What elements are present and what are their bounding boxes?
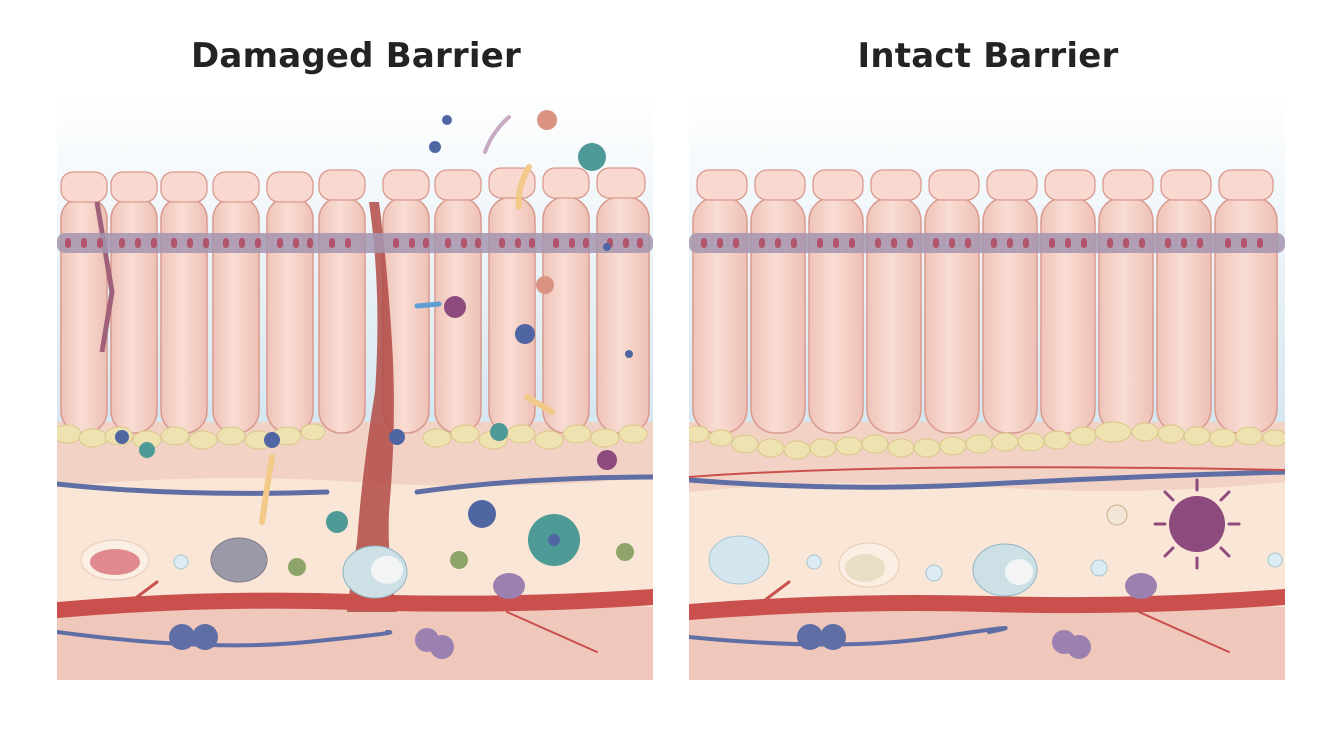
blood-vessels <box>689 466 1285 653</box>
damaged-barrier-panel <box>57 92 653 680</box>
intact-barrier-panel <box>689 92 1285 680</box>
tight-junctions <box>689 233 1285 253</box>
intact-barrier-illustration <box>689 92 1285 680</box>
epithelial-cells <box>692 169 1278 434</box>
intact-barrier-title: Intact Barrier <box>857 36 1119 76</box>
epithelial-cells <box>60 167 650 434</box>
virus <box>1153 478 1241 570</box>
leak-channel <box>347 202 397 612</box>
immune-cells <box>80 537 525 659</box>
damaged-barrier-title: Damaged Barrier <box>191 36 521 76</box>
basement-membrane <box>689 421 1285 460</box>
immune-cells <box>708 504 1283 659</box>
pathogens <box>115 110 634 576</box>
damaged-barrier-illustration <box>57 92 653 680</box>
tight-junctions <box>57 233 653 253</box>
arrows <box>259 115 555 525</box>
blood-vessels <box>57 474 653 653</box>
